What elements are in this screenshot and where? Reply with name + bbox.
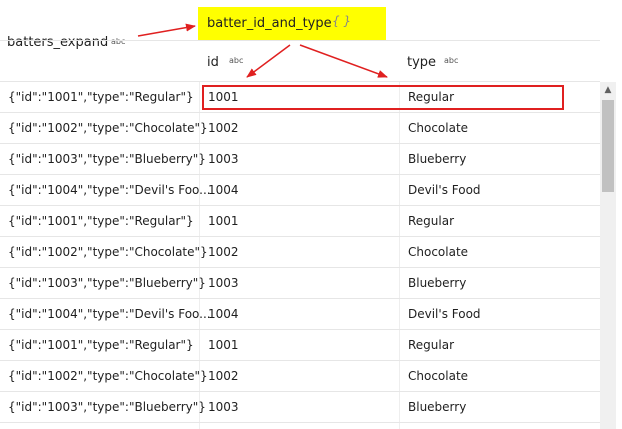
cell-id: 1001 xyxy=(208,90,239,104)
header-divider xyxy=(0,81,600,82)
cell-type: Blueberry xyxy=(408,152,467,166)
scroll-up-icon[interactable]: ▲ xyxy=(604,85,612,95)
cell-id: 1003 xyxy=(208,152,239,166)
table-row[interactable]: {"id":"1003","type":"Blueberry"} 1003 Bl… xyxy=(0,144,600,175)
cell-type: Blueberry xyxy=(408,276,467,290)
cell-batters-expand: {"id":"1002","type":"Chocolate"} xyxy=(8,245,208,259)
cell-type: Chocolate xyxy=(408,369,469,383)
cell-id: 1002 xyxy=(208,369,239,383)
column-divider xyxy=(399,82,400,429)
annotation-arrow xyxy=(246,44,291,78)
column-header-id[interactable]: id xyxy=(207,55,219,70)
cell-type: Chocolate xyxy=(408,245,469,259)
table-row[interactable]: {"id":"1003","type":"Blueberry"} 1003 Bl… xyxy=(0,268,600,299)
cell-type: Chocolate xyxy=(408,121,469,135)
cell-id: 1002 xyxy=(208,245,239,259)
cell-type: Regular xyxy=(408,90,455,104)
cell-type: Blueberry xyxy=(408,400,467,414)
cell-id: 1004 xyxy=(208,183,239,197)
cell-id: 1002 xyxy=(208,121,239,135)
cell-type: Regular xyxy=(408,338,455,352)
cell-batters-expand: {"id":"1003","type":"Blueberry"} xyxy=(8,276,206,290)
text-type-icon: abc xyxy=(111,37,126,46)
table-row[interactable]: {"id":"1002","type":"Chocolate"} 1002 Ch… xyxy=(0,113,600,144)
cell-batters-expand: {"id":"1001","type":"Regular"} xyxy=(8,214,194,228)
column-header-label: batters_expand xyxy=(7,35,109,50)
scrollbar-thumb[interactable] xyxy=(602,100,614,192)
cell-batters-expand: {"id":"1001","type":"Regular"} xyxy=(8,338,194,352)
cell-type: Devil's Food xyxy=(408,307,481,321)
column-header-batters-expand[interactable]: batters_expand xyxy=(7,35,108,50)
table-row[interactable]: {"id":"1004","type":"Devil's Foo... 1004… xyxy=(0,175,600,206)
cell-batters-expand: {"id":"1004","type":"Devil's Foo... xyxy=(8,307,211,321)
table-row[interactable]: {"id":"1001","type":"Regular"} 1001 Regu… xyxy=(0,330,600,361)
table-row[interactable]: {"id":"1001","type":"Regular"} 1001 Regu… xyxy=(0,82,600,113)
annotation-arrow xyxy=(137,23,196,37)
cell-batters-expand: {"id":"1002","type":"Chocolate"} xyxy=(8,121,208,135)
cell-type: Devil's Food xyxy=(408,183,481,197)
expanded-column-header[interactable]: batter_id_and_type { } xyxy=(198,7,386,40)
cell-batters-expand: {"id":"1002","type":"Chocolate"} xyxy=(8,369,208,383)
cell-batters-expand: {"id":"1001","type":"Regular"} xyxy=(8,90,194,104)
table-row[interactable]: {"id":"1004","type":"Devil's Foo... 1004… xyxy=(0,299,600,330)
cell-id: 1003 xyxy=(208,276,239,290)
text-type-icon: abc xyxy=(229,56,244,65)
column-header-type[interactable]: type xyxy=(407,55,436,70)
cell-batters-expand: {"id":"1004","type":"Devil's Foo... xyxy=(8,183,211,197)
text-type-icon: abc xyxy=(444,56,459,65)
vertical-scrollbar[interactable]: ▲ xyxy=(600,82,616,429)
column-header-label: type xyxy=(407,55,437,70)
cell-id: 1003 xyxy=(208,400,239,414)
column-divider xyxy=(199,82,200,429)
cell-id: 1001 xyxy=(208,214,239,228)
cell-batters-expand: {"id":"1003","type":"Blueberry"} xyxy=(8,400,206,414)
table-row[interactable]: {"id":"1001","type":"Regular"} 1001 Regu… xyxy=(0,206,600,237)
record-type-icon: { } xyxy=(332,14,352,28)
expanded-column-label: batter_id_and_type xyxy=(207,16,332,31)
header-divider xyxy=(0,40,600,41)
column-header-label: id xyxy=(207,55,219,70)
cell-type: Regular xyxy=(408,214,455,228)
cell-id: 1004 xyxy=(208,307,239,321)
annotation-arrow xyxy=(299,44,388,78)
table-row[interactable]: {"id":"1003","type":"Blueberry"} 1003 Bl… xyxy=(0,392,600,423)
table-row[interactable]: {"id":"1002","type":"Chocolate"} 1002 Ch… xyxy=(0,237,600,268)
cell-batters-expand: {"id":"1003","type":"Blueberry"} xyxy=(8,152,206,166)
table-row[interactable]: {"id":"1002","type":"Chocolate"} 1002 Ch… xyxy=(0,361,600,392)
cell-id: 1001 xyxy=(208,338,239,352)
